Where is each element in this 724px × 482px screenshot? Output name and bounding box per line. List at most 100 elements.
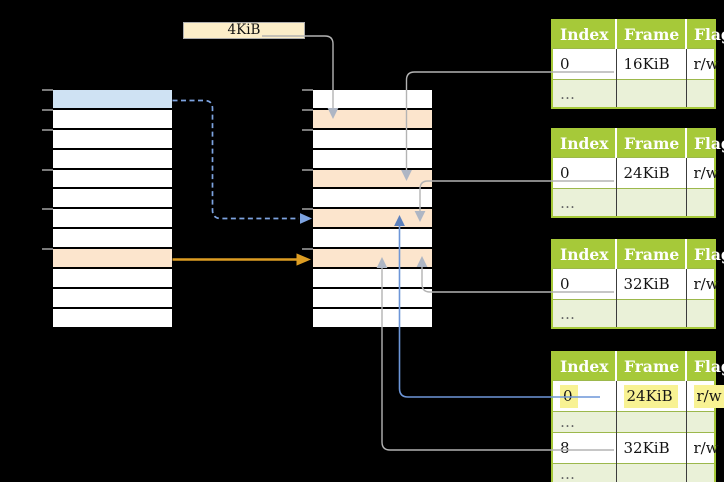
page-table-cell [685,79,715,108]
page-table-row: … [552,463,715,482]
column-header-index: Index [552,240,616,269]
address-tick [41,89,53,91]
memory-row-1-orange [313,109,432,130]
memory-row-5-white [52,189,172,210]
memory-row-9-white [313,269,432,289]
highlighted-value: r/w [693,385,724,408]
address-tick [41,168,53,171]
memory-row-10-white [313,288,432,309]
page-table-row: 0 24KiB r/w [552,380,724,412]
column-header-index: Index [552,352,616,381]
column-header-index: Index [552,129,616,158]
page-table-header-row: IndexFrameFlags [552,20,724,49]
page-table-24kib: IndexFrameFlags024KiBr/w… [551,128,724,218]
page-table-row: … [552,79,715,108]
page-table-row: … [552,299,715,328]
memory-row-1-white [52,109,172,130]
page-table-cell: 0 [552,380,616,412]
page-table-level2: IndexFrameFlags024KiBr/w…832KiBr/w… [551,351,724,482]
memory-row-7-white [52,229,172,250]
memory-row-0-white [313,90,432,110]
column-header-frame: Frame [615,352,686,381]
column-header-frame: Frame [615,129,686,158]
arrow-virtual-page-orange [172,253,311,266]
highlighted-value: 24KiB [623,385,678,408]
page-table-cell: 32KiB [615,268,686,300]
memory-row-4-white [52,169,172,190]
column-header-index: Index [552,20,616,49]
page-table-cell: … [552,79,616,108]
column-header-flags: Flags [685,20,724,49]
page-table-header-row: IndexFrameFlags [552,129,724,158]
memory-row-3-white [313,149,432,170]
page-table-cell [685,188,715,217]
page-table-cell: 32KiB [615,432,686,464]
page-table-cell: r/w [685,432,719,464]
page-table-32kib: IndexFrameFlags032KiBr/w… [551,239,724,329]
memory-row-11-white [313,308,432,329]
memory-row-6-white [52,209,172,230]
page-table-cell [615,299,686,328]
page-table-cell: … [552,188,616,217]
page-table-cell: 24KiB [615,380,686,412]
page-table-cell [685,411,715,433]
page-table-cell [615,79,686,108]
page-table-cell [615,411,686,433]
page-table-cell: 0 [552,268,616,300]
address-tick [302,89,313,91]
memory-row-3-white [52,149,172,170]
memory-row-8-orange [313,249,432,270]
page-table-cell [615,188,686,217]
address-tick [302,208,313,211]
page-table-cell: r/w [685,380,724,412]
page-table-cell: 0 [552,48,616,80]
page-table-cell: 8 [552,432,616,464]
column-header-frame: Frame [615,240,686,269]
page-table-row: … [552,411,715,433]
memory-row-5-white [313,189,432,210]
page-table-header-row: IndexFrameFlags [552,352,724,381]
column-header-flags: Flags [685,240,724,269]
address-tick [302,168,313,171]
page-table-cell: r/w [685,48,719,80]
page-table-cell: … [552,463,616,482]
address-tick [302,128,313,131]
memory-row-2-white [313,129,432,150]
column-header-frame: Frame [615,20,686,49]
page-table-cell: r/w [685,157,719,189]
page-table-cell: 24KiB [615,157,686,189]
page-table-cell: … [552,299,616,328]
page-table-cell [685,463,715,482]
column-header-flags: Flags [685,129,724,158]
page-table-header-row: IndexFrameFlags [552,240,724,269]
memory-row-8-orange [52,249,172,270]
page-table-16kib: IndexFrameFlags016KiBr/w… [551,19,724,109]
page-table-row: … [552,188,715,217]
memory-row-10-white [52,288,172,309]
page-table-cell: 16KiB [615,48,686,80]
column-header-flags: Flags [685,352,724,381]
page-table-cell: … [552,411,616,433]
address-tick [41,208,53,211]
address-tick [41,248,53,251]
address-tick [41,128,53,131]
memory-row-7-white [313,229,432,250]
page-table-cell [685,299,715,328]
frame-size-label-text: 4KiB [227,22,261,38]
memory-row-2-white [52,129,172,150]
frame-size-label: 4KiB [183,22,305,39]
page-table-cell: 0 [552,157,616,189]
highlighted-value: 0 [560,385,578,408]
address-tick [41,108,53,111]
page-table-cell: r/w [685,268,719,300]
address-tick [302,108,313,111]
middle-memory-column [302,89,432,329]
page-table-cell [615,463,686,482]
left-memory-column [41,89,172,329]
memory-row-4-orange [313,169,432,190]
memory-row-11-white [52,308,172,329]
